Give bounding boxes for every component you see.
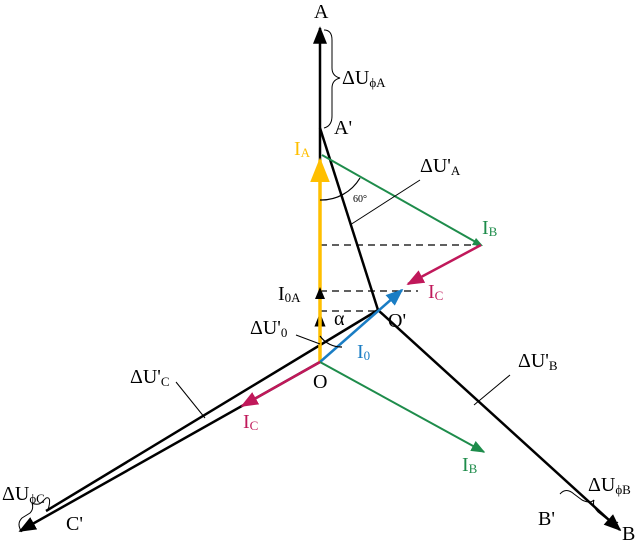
label-B: B [622, 523, 635, 543]
vector-IB-bottom [319, 361, 486, 453]
label-dU-phiA: ΔUϕA [342, 67, 386, 90]
label-angle-60: 60° [353, 194, 367, 205]
label-A-prime: A' [334, 117, 352, 139]
vector-I0 [319, 288, 404, 363]
label-dU-phiB: ΔUϕB [588, 474, 631, 497]
leader-dU-prime-B [473, 374, 511, 406]
leader-dU-prime-A [349, 179, 421, 226]
label-A: A [314, 1, 329, 23]
label-I0A: I0A [278, 283, 301, 305]
label-IC-bottom: IC [243, 411, 258, 433]
leader-dU-prime-C [175, 381, 206, 419]
label-alpha: α [334, 308, 345, 330]
label-dU-phiC: ΔUϕC [2, 483, 45, 506]
label-O: O [313, 371, 327, 393]
label-B-prime: B' [538, 508, 555, 530]
brace-dU-phiC [18, 497, 51, 533]
label-IA: IA [294, 138, 311, 160]
brace-dU-phiB [559, 490, 619, 525]
label-dU-prime-B: ΔU'B [518, 350, 558, 373]
arrowhead-IB-top [472, 238, 483, 246]
vector-IB-top [321, 154, 482, 246]
label-C-prime: C' [66, 513, 83, 535]
label-dU-prime-A: ΔU'A [420, 155, 461, 178]
vector-O-prime-A-prime [318, 127, 380, 311]
label-IB-bottom: IB [462, 454, 478, 476]
label-dU-prime-C: ΔU'C [130, 366, 170, 389]
angle-alpha-arc [319, 335, 343, 348]
vector-IC-top [406, 243, 482, 286]
vector-O-prime-C-prime [45, 308, 379, 513]
leader-dU-prime-0 [295, 334, 321, 345]
label-dU-prime-0: ΔU'0 [250, 317, 287, 340]
label-I0: I0 [357, 341, 370, 363]
label-IB-top: IB [482, 217, 498, 239]
vector-IC-bottom [240, 360, 321, 408]
vector-O-prime-B [377, 309, 622, 532]
arrowhead-I0A [315, 287, 325, 299]
angle-60-arc [319, 177, 361, 201]
label-IC-top: IC [428, 281, 443, 303]
brace-dU-phiA [323, 29, 341, 129]
label-O-prime: O' [388, 310, 406, 332]
